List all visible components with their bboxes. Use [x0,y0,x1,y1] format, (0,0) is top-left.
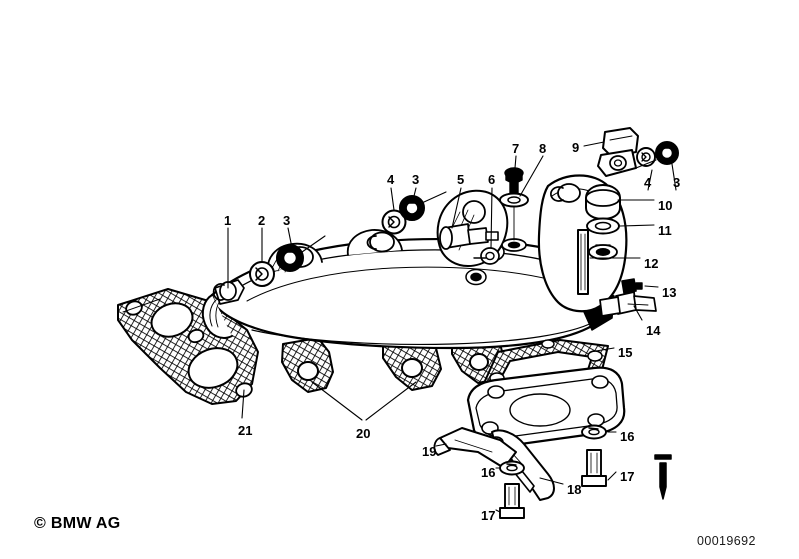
callout-18: 18 [567,482,582,497]
copyright-notice: © BMW AG [34,515,121,532]
callout-3b: 3 [412,172,420,187]
fastener-cluster-topright [636,141,679,167]
callout-19: 19 [422,444,437,459]
callout-21: 21 [238,423,253,438]
callout-3c: 3 [673,175,681,190]
plug-13 [621,278,643,294]
callout-4a: 4 [387,172,395,187]
diagram-part-number: 00019692 [697,534,756,548]
callout-13: 13 [662,285,677,300]
callout-4b: 4 [644,175,652,190]
callout-3a: 3 [283,213,291,228]
stud-12 [577,229,589,295]
exhaust-manifold-body [201,229,615,350]
leader-lines [227,141,677,513]
callout-12: 12 [644,256,659,271]
callout-15: 15 [618,345,633,360]
callout-16a: 16 [620,429,635,444]
callout-7: 7 [512,141,520,156]
callout-17a: 17 [620,469,635,484]
callout-10: 10 [658,198,673,213]
callout-20: 20 [356,426,371,441]
callout-17b: 17 [481,508,496,523]
callout-5: 5 [457,172,465,187]
fastener-cluster-left [212,244,304,305]
callout-6: 6 [488,172,496,187]
bolt-assembly-right [581,424,607,487]
bolt-assembly-left [499,460,525,519]
callout-9: 9 [572,140,580,155]
callout-16b: 16 [481,465,496,480]
fastener-cluster-mid [381,195,425,235]
center-riser-bracket [436,189,509,267]
callout-11: 11 [658,223,672,238]
callout-1: 1 [224,213,232,228]
callout-14: 14 [646,323,661,338]
bolt-7-washer-8 [499,167,529,252]
bracket-9 [597,127,639,177]
bracket-arm-19 [433,427,517,469]
callout-2: 2 [258,213,266,228]
loose-stud-right [654,454,672,500]
callout-8: 8 [539,141,547,156]
